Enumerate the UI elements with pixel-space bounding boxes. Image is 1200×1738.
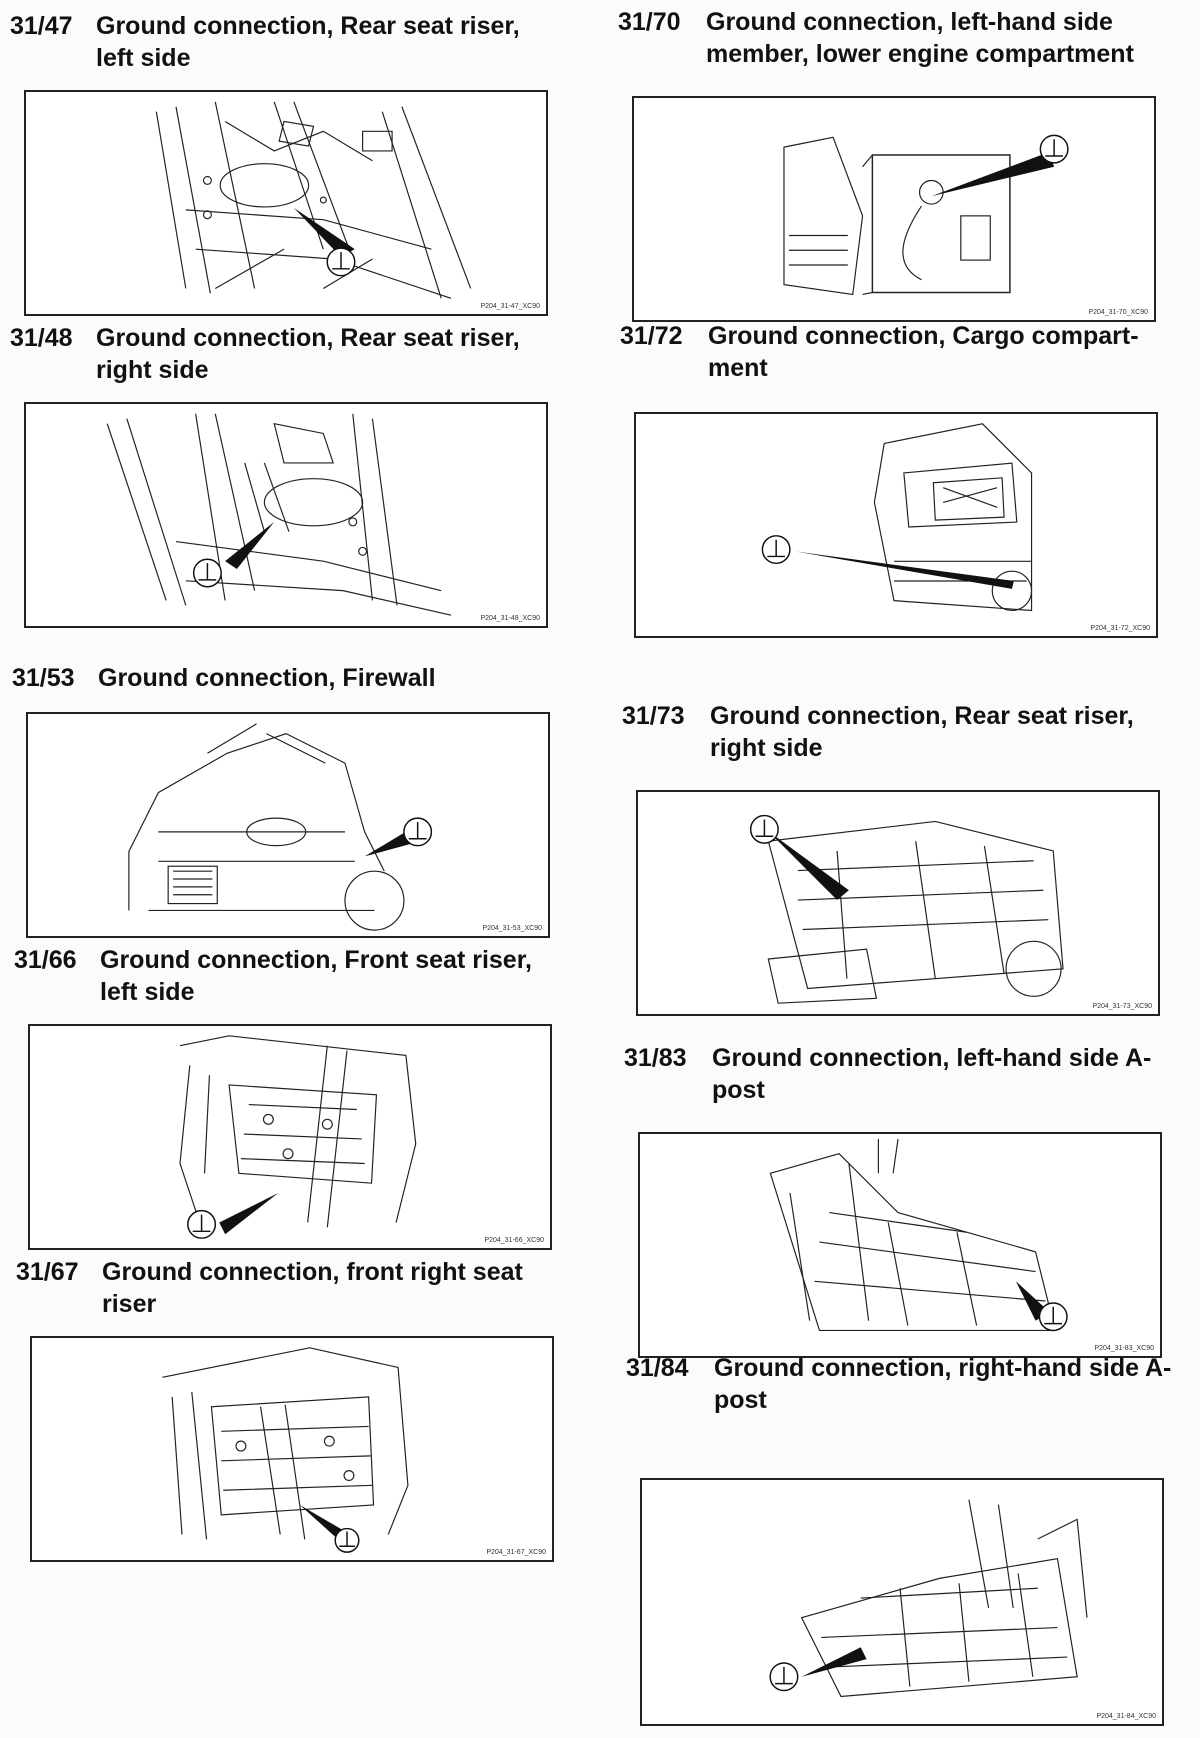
entry-31-83-header: 31/83 Ground connection, left-hand side … — [624, 1042, 1184, 1108]
figure-code: P204_31-47_XC90 — [480, 303, 540, 310]
figure-code: P204_31-48_XC90 — [480, 615, 540, 622]
ground-symbol-icon — [749, 814, 779, 844]
entry-31-70-header: 31/70 Ground connection, left-hand side … — [618, 6, 1178, 72]
entry-31-84-header: 31/84 Ground connection, right-hand side… — [626, 1352, 1186, 1418]
figure-code: P204_31-70_XC90 — [1088, 309, 1148, 316]
ground-symbol-icon — [1039, 134, 1069, 164]
rear-seat-riser-right-floor-illustration — [749, 814, 1064, 1004]
entry-31-47-header: 31/47 Ground connection, Rear seat riser… — [10, 10, 550, 76]
rear-seat-riser-right-illustration — [106, 413, 452, 616]
right-a-post-illustration — [769, 1499, 1088, 1698]
entry-number: 31/48 — [10, 324, 73, 352]
entry-title: Ground connection, Rear seat riser, left… — [96, 12, 520, 72]
entry-title: Ground connection, Firewall — [98, 664, 436, 692]
ground-symbol-icon — [326, 247, 356, 277]
firewall-illustration — [128, 723, 433, 931]
entry-31-67-header: 31/67 Ground connection, front right sea… — [16, 1256, 556, 1322]
diagram-panel-31-72: P204_31-72_XC90 — [634, 412, 1158, 638]
figure-code: P204_31-84_XC90 — [1096, 1713, 1156, 1720]
entry-title: Ground connection, left-hand side A- pos… — [712, 1044, 1152, 1104]
figure-code: P204_31-53_XC90 — [482, 925, 542, 932]
ground-symbol-icon — [403, 817, 433, 847]
diagram-panel-31-66: P204_31-66_XC90 — [28, 1024, 552, 1250]
entry-title: Ground connection, Rear seat riser, righ… — [710, 702, 1134, 762]
entry-number: 31/83 — [624, 1044, 687, 1072]
figure-code: P204_31-66_XC90 — [484, 1237, 544, 1244]
entry-title: Ground connection, right-hand side A-pos… — [714, 1354, 1172, 1414]
ground-symbol-icon — [187, 1209, 217, 1239]
entry-31-66-header: 31/66 Ground connection, Front seat rise… — [14, 944, 554, 1010]
ground-symbol-icon — [192, 558, 222, 588]
figure-code: P204_31-67_XC90 — [486, 1549, 546, 1556]
ground-symbol-icon — [761, 535, 791, 565]
ground-symbol-icon — [1038, 1302, 1068, 1332]
entry-title: Ground connection, front right seat rise… — [102, 1258, 523, 1318]
entry-31-53-header: 31/53 Ground connection, Firewall — [12, 662, 552, 698]
entry-number: 31/66 — [14, 946, 77, 974]
left-a-post-illustration — [769, 1138, 1068, 1332]
entry-title: Ground connection, Front seat riser, lef… — [100, 946, 533, 1006]
diagram-panel-31-48: P204_31-48_XC90 — [24, 402, 548, 628]
diagram-panel-31-70: P204_31-70_XC90 — [632, 96, 1156, 322]
front-right-seat-riser-illustration — [162, 1347, 409, 1553]
entry-number: 31/47 — [10, 12, 73, 40]
entry-number: 31/73 — [622, 702, 685, 730]
entry-title: Ground connection, Cargo compart- ment — [708, 322, 1139, 382]
cargo-compartment-illustration — [761, 423, 1033, 612]
diagram-panel-31-53: P204_31-53_XC90 — [26, 712, 550, 938]
figure-code: P204_31-83_XC90 — [1094, 1345, 1154, 1352]
front-seat-riser-left-illustration — [179, 1035, 417, 1239]
entry-number: 31/53 — [12, 664, 75, 692]
entry-number: 31/72 — [620, 322, 683, 350]
entry-number: 31/84 — [626, 1354, 689, 1382]
diagram-panel-31-73: P204_31-73_XC90 — [636, 790, 1160, 1016]
entry-number: 31/70 — [618, 8, 681, 36]
diagram-panel-31-84: P204_31-84_XC90 — [640, 1478, 1164, 1726]
entry-title: Ground connection, Rear seat riser, righ… — [96, 324, 520, 384]
diagram-panel-31-83: P204_31-83_XC90 — [638, 1132, 1162, 1358]
diagram-panel-31-47: P204_31-47_XC90 — [24, 90, 548, 316]
entry-title: Ground connection, left-hand side member… — [706, 8, 1134, 68]
entry-31-72-header: 31/72 Ground connection, Cargo compart- … — [620, 320, 1180, 386]
entry-number: 31/67 — [16, 1258, 79, 1286]
entry-31-48-header: 31/48 Ground connection, Rear seat riser… — [10, 322, 550, 388]
lower-engine-compartment-illustration — [783, 134, 1069, 296]
figure-code: P204_31-73_XC90 — [1092, 1003, 1152, 1010]
ground-symbol-icon — [334, 1527, 360, 1553]
figure-code: P204_31-72_XC90 — [1090, 625, 1150, 632]
entry-31-73-header: 31/73 Ground connection, Rear seat riser… — [622, 700, 1182, 766]
ground-symbol-icon — [769, 1662, 799, 1692]
rear-seat-riser-left-illustration — [155, 101, 472, 299]
diagram-panel-31-67: P204_31-67_XC90 — [30, 1336, 554, 1562]
